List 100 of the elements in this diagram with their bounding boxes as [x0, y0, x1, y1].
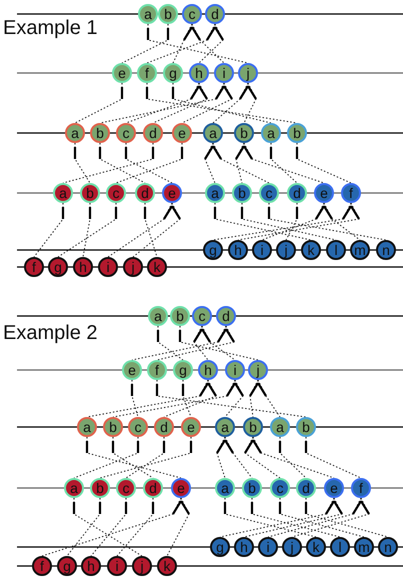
connector — [180, 326, 258, 360]
letter-circle: n — [376, 240, 396, 260]
connector — [224, 436, 252, 478]
letter-circle: b — [287, 123, 307, 143]
connector — [86, 436, 182, 478]
letter-circle: a — [148, 306, 168, 326]
letter-circle: e — [122, 360, 142, 380]
connector — [122, 24, 168, 64]
letter-circle: h — [73, 257, 93, 277]
letter-circle: e — [181, 417, 201, 437]
letter-circle: b — [90, 478, 110, 498]
letter-circle: b — [232, 183, 252, 203]
letter-circle: b — [80, 183, 100, 203]
letter-circle: b — [234, 123, 254, 143]
connector — [100, 436, 192, 478]
letter-circle: e — [324, 478, 344, 498]
letter-circle: h — [228, 240, 248, 260]
connector — [156, 326, 235, 360]
letter-circle: l — [330, 537, 350, 557]
connector — [244, 436, 280, 478]
connector — [252, 436, 334, 478]
letter-circle: f — [137, 63, 157, 83]
letter-circle: j — [132, 556, 152, 576]
connector — [306, 498, 388, 538]
connector — [172, 24, 192, 64]
letter-circle: b — [243, 417, 263, 437]
connector — [268, 202, 386, 240]
connector — [158, 326, 184, 360]
connector — [192, 24, 224, 64]
letter-circle: k — [157, 556, 177, 576]
connector — [244, 82, 257, 124]
letter-circle: c — [192, 306, 212, 326]
connector — [74, 142, 90, 184]
connector — [216, 436, 226, 478]
connector — [202, 326, 236, 360]
letter-circle: g — [203, 240, 223, 260]
connector — [280, 498, 364, 538]
connector — [198, 24, 224, 64]
letter-circle: i — [107, 556, 127, 576]
letter-circle: i — [225, 360, 245, 380]
letter-circle: a — [215, 417, 235, 437]
connector — [144, 202, 158, 258]
connector — [34, 202, 64, 258]
letter-circle: f — [24, 257, 44, 277]
letter-circle: e — [172, 123, 192, 143]
connector — [204, 142, 216, 184]
letter-circle: d — [143, 123, 163, 143]
letter-circle: m — [354, 537, 374, 557]
example-heading: Example 2 — [3, 322, 98, 345]
letter-circle: d — [296, 478, 316, 498]
letter-circle: m — [350, 240, 370, 260]
letter-circle: a — [65, 123, 85, 143]
connector — [220, 498, 334, 538]
connector — [112, 436, 154, 478]
letter-circle: f — [341, 183, 361, 203]
letter-circle: c — [128, 417, 148, 437]
letter-circle: a — [215, 478, 235, 498]
letter-circle: a — [261, 123, 281, 143]
letter-circle: g — [210, 537, 230, 557]
connector — [212, 142, 270, 184]
connector — [270, 142, 298, 184]
connector — [292, 498, 370, 538]
letter-circle: k — [301, 240, 321, 260]
connector — [146, 24, 216, 64]
connector — [100, 82, 224, 124]
letter-circle: k — [306, 537, 326, 557]
letter-circle: g — [57, 556, 77, 576]
letter-circle: b — [242, 478, 262, 498]
connector — [132, 326, 226, 360]
letter-circle: d — [205, 4, 225, 24]
letter-circle: g — [48, 257, 68, 277]
letter-circle: a — [64, 478, 84, 498]
letter-circle: i — [214, 63, 234, 83]
connector — [212, 202, 352, 240]
connector — [132, 202, 181, 258]
letter-circle: d — [154, 417, 174, 437]
connector — [249, 380, 258, 418]
letter-circle: b — [158, 4, 178, 24]
letter-circle: i — [258, 537, 278, 557]
letter-circle: d — [135, 183, 155, 203]
connector — [212, 82, 248, 124]
connector — [224, 380, 244, 418]
letter-circle: d — [143, 478, 163, 498]
connector — [126, 82, 200, 124]
letter-circle: j — [248, 360, 268, 380]
letter-circle: h — [198, 360, 218, 380]
connector — [258, 380, 280, 418]
letter-circle: c — [116, 478, 136, 498]
letter-circle: j — [123, 257, 143, 277]
letter-circle: h — [189, 63, 209, 83]
letter-circle: b — [90, 123, 110, 143]
letter-circle: a — [205, 183, 225, 203]
connector — [116, 498, 154, 556]
letter-circle: f — [351, 478, 371, 498]
connector — [90, 498, 126, 556]
letter-circle: f — [147, 360, 167, 380]
letter-circle: c — [270, 478, 290, 498]
connector — [66, 498, 100, 556]
connector — [235, 142, 244, 184]
letter-circle: d — [287, 183, 307, 203]
